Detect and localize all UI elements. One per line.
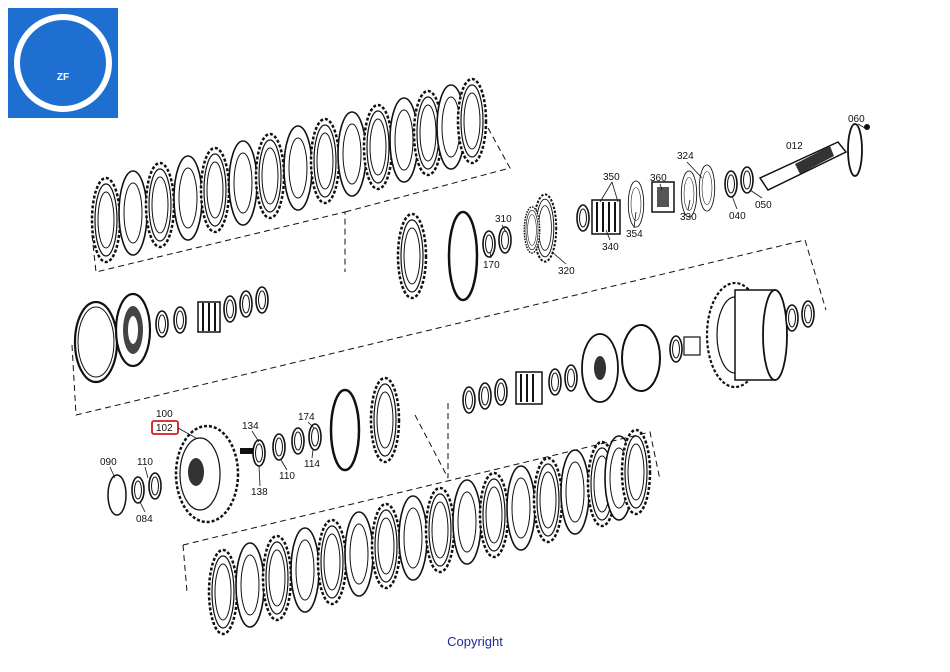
lower-left-parts xyxy=(107,423,322,524)
part-label: 134 xyxy=(242,421,259,432)
part-label: 360 xyxy=(650,173,667,184)
zf-logo: ZF xyxy=(8,8,118,118)
middle-row-parts xyxy=(73,281,815,472)
part-label: 324 xyxy=(677,151,694,162)
zf-logo-mark: ZF xyxy=(14,14,112,112)
highlighted-part-frame xyxy=(151,420,179,435)
part-label: 340 xyxy=(602,242,619,253)
part-label: 012 xyxy=(786,141,803,152)
part-label: 050 xyxy=(755,200,772,211)
svg-text:ZF: ZF xyxy=(57,72,69,83)
part-label: 174 xyxy=(298,412,315,423)
copyright-text: Copyright xyxy=(447,634,503,649)
part-label: 354 xyxy=(626,229,643,240)
part-label: 084 xyxy=(136,514,153,525)
part-label: 060 xyxy=(848,114,865,125)
part-label: 040 xyxy=(729,211,746,222)
part-label: 310 xyxy=(495,214,512,225)
leader-lines xyxy=(109,123,866,513)
middle-dashed-bracket xyxy=(71,239,827,479)
part-labels: 060 012 324 360 350 310 170 320 340 354 … xyxy=(100,114,865,525)
upper-clutch-pack xyxy=(90,77,488,264)
part-label: 138 xyxy=(251,487,268,498)
part-label: 170 xyxy=(483,260,500,271)
part-label: 114 xyxy=(304,459,320,470)
upper-small-rings xyxy=(396,164,754,302)
part-label: 110 xyxy=(279,471,295,482)
part-label: 320 xyxy=(558,266,575,277)
part-label: 330 xyxy=(680,212,697,223)
lower-clutch-pack xyxy=(207,428,652,636)
part-label: 350 xyxy=(603,172,620,183)
upper-dashed-bracket xyxy=(91,127,511,273)
lower-dashed-bracket xyxy=(182,431,661,593)
shaft-assembly xyxy=(758,123,870,191)
part-label: 090 xyxy=(100,457,117,468)
part-label: 100 xyxy=(156,409,173,420)
part-label: 110 xyxy=(137,457,153,468)
highlighted-part-label: 102 xyxy=(156,423,173,434)
